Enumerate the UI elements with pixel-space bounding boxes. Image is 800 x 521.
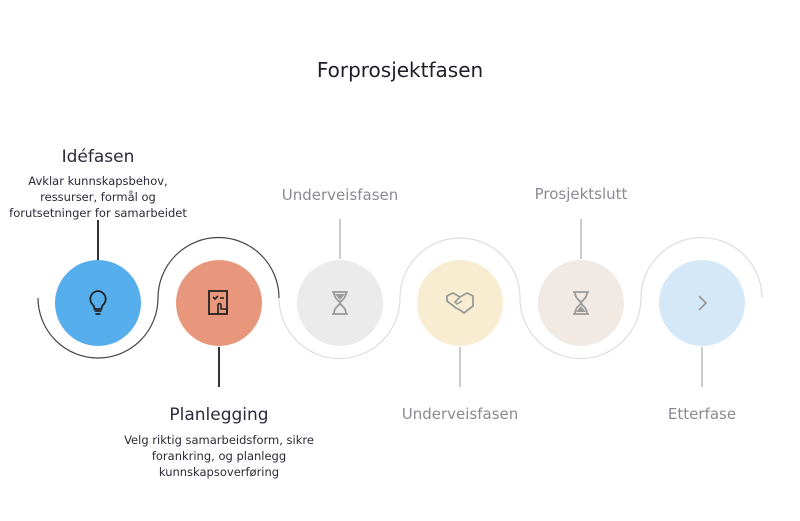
handshake-icon — [446, 291, 474, 315]
step-planlegging[interactable] — [176, 260, 262, 346]
step-label: Idéfasen — [61, 147, 135, 167]
step-label: Etterfase — [667, 405, 737, 423]
connector-line — [580, 219, 582, 259]
step-label: Underveisfasen — [401, 405, 519, 423]
step-underveisfasen-1[interactable] — [297, 260, 383, 346]
hourglass-icon — [332, 291, 348, 315]
step-description: Velg riktig samarbeidsform, sikre forank… — [124, 433, 314, 479]
diagram-title: Forprosjektfasen — [316, 58, 484, 82]
checklist-touch-icon — [208, 290, 228, 315]
connector-line — [701, 347, 703, 387]
step-underveisfasen-2[interactable] — [417, 260, 503, 346]
connector-line — [97, 220, 99, 260]
hourglass-icon — [573, 291, 589, 315]
step-description: Avklar kunnskapsbehov, ressurser, formål… — [9, 174, 187, 220]
step-label: Prosjektslutt — [534, 185, 628, 203]
step-label: Planlegging — [169, 405, 269, 425]
connector-line — [339, 219, 341, 259]
connector-line — [459, 347, 461, 387]
step-etterfase[interactable] — [659, 260, 745, 346]
lightbulb-icon — [89, 290, 107, 315]
connector-line — [218, 347, 220, 387]
step-label: Underveisfasen — [281, 186, 399, 204]
chevron-right-icon — [698, 295, 708, 311]
step-idefasen[interactable] — [55, 260, 141, 346]
step-prosjektslutt[interactable] — [538, 260, 624, 346]
